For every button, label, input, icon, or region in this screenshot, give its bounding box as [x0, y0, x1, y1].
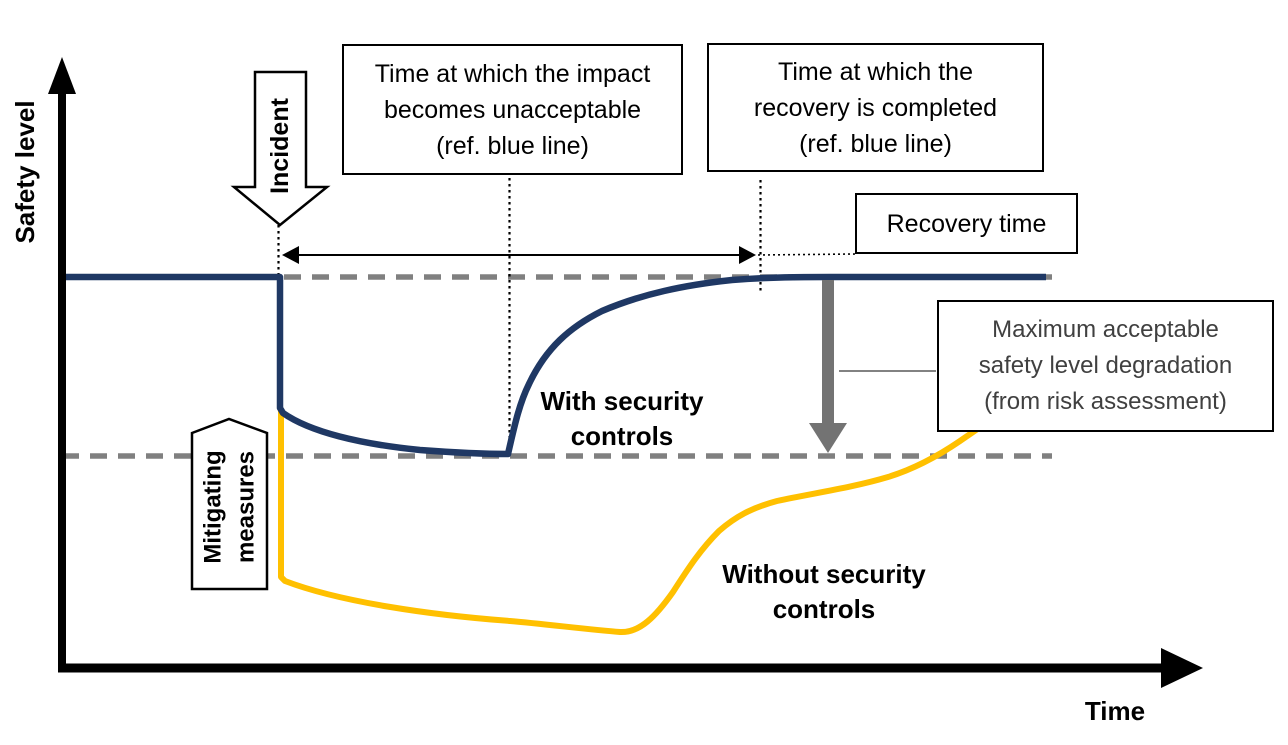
mitigating-measures-line2: measures [232, 450, 260, 564]
recovery-time-leader-dotted-line [757, 253, 857, 256]
with-controls-line1: With security [540, 386, 704, 416]
with-controls-line2: controls [570, 421, 674, 451]
mitigating-measures-shape [190, 417, 269, 591]
recovered-box-line2: recovery is completed [753, 93, 998, 122]
recovery-span-right-arrowhead-icon [739, 246, 756, 264]
y-axis-arrowhead-icon [48, 57, 76, 94]
impact-unacceptable-time-box: Time at which the impact becomes unaccep… [342, 44, 683, 175]
recovered-box-line3: (ref. blue line) [799, 129, 952, 158]
recovered-box-line1: Time at which the [778, 57, 973, 86]
x-axis-label: Time [1084, 696, 1146, 726]
max-box-line2: safety level degradation [978, 352, 1233, 379]
impact-box-line1: Time at which the impact [374, 59, 651, 88]
incident-block-arrow-icon [230, 70, 331, 227]
without-controls-line1: Without security [722, 559, 926, 589]
max-box-line3: (from risk assessment) [984, 388, 1227, 415]
recovery-completed-time-box: Time at which the recovery is completed … [707, 43, 1044, 172]
without-controls-line2: controls [772, 594, 876, 624]
mitigating-measures-line1: Mitigating [199, 450, 227, 564]
max-degradation-box: Maximum acceptable safety level degradat… [937, 300, 1274, 432]
max-box-line1: Maximum acceptable [992, 316, 1219, 343]
with-controls-curve [60, 273, 1046, 458]
without-controls-label: Without security controls [694, 557, 954, 627]
mitigating-measures-label: Mitigating measures [197, 422, 263, 593]
recovery-time-label: Recovery time [886, 209, 1047, 238]
with-controls-label: With security controls [502, 384, 742, 454]
x-axis-arrowhead-icon [1161, 648, 1203, 688]
recovery-time-box: Recovery time [855, 193, 1078, 254]
incident-label: Incident [266, 98, 294, 194]
without-controls-curve [278, 411, 990, 635]
y-axis-label: Safety level [10, 100, 40, 244]
impact-box-line2: becomes unacceptable [383, 95, 642, 124]
impact-box-line3: (ref. blue line) [436, 131, 589, 160]
recovery-span-left-arrowhead-icon [282, 246, 299, 264]
degradation-arrow-icon [809, 280, 847, 453]
